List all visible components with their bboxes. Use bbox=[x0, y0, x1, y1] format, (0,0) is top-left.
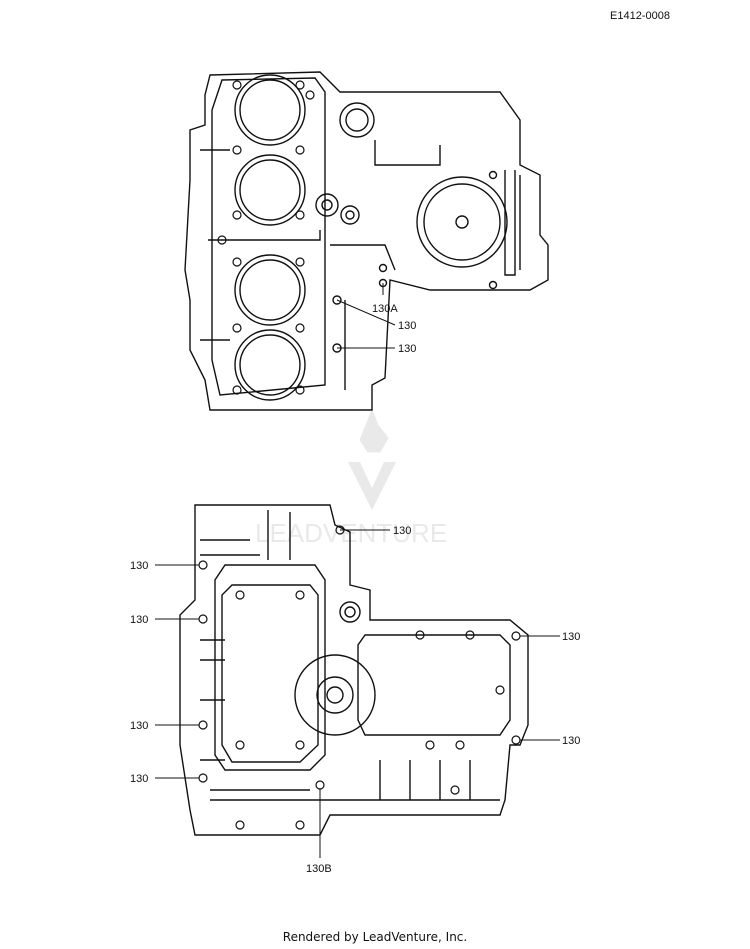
lower-crankcase bbox=[179, 504, 529, 836]
lower-leaders bbox=[155, 529, 560, 858]
footer-credit: Rendered by LeadVenture, Inc. bbox=[282, 930, 468, 944]
callout-130-lower-7: 130 bbox=[562, 735, 580, 747]
upper-crankcase bbox=[184, 71, 549, 411]
callout-130-lower-6: 130 bbox=[562, 631, 580, 643]
watermark-text: LEADVENTURE bbox=[255, 518, 447, 548]
callout-130-upper-2: 130 bbox=[398, 343, 416, 355]
callout-130-lower-4: 130 bbox=[130, 720, 148, 732]
callout-130-lower-5: 130 bbox=[130, 773, 148, 785]
diagram-code: E1412-0008 bbox=[610, 10, 670, 22]
upper-callout-labels: 130A 130 130 bbox=[372, 303, 416, 355]
callout-130-lower-1: 130 bbox=[393, 525, 411, 537]
callout-130-upper-1: 130 bbox=[398, 320, 416, 332]
callout-130-lower-3: 130 bbox=[130, 614, 148, 626]
callout-130-lower-2: 130 bbox=[130, 560, 148, 572]
callout-130b: 130B bbox=[306, 863, 332, 875]
upper-leaders bbox=[336, 283, 396, 349]
lower-callout-labels: 130 130 130 130 130 130 130 130B bbox=[130, 525, 580, 875]
callout-130a: 130A bbox=[372, 303, 398, 315]
leadventure-watermark: LEADVENTURE bbox=[255, 408, 447, 548]
